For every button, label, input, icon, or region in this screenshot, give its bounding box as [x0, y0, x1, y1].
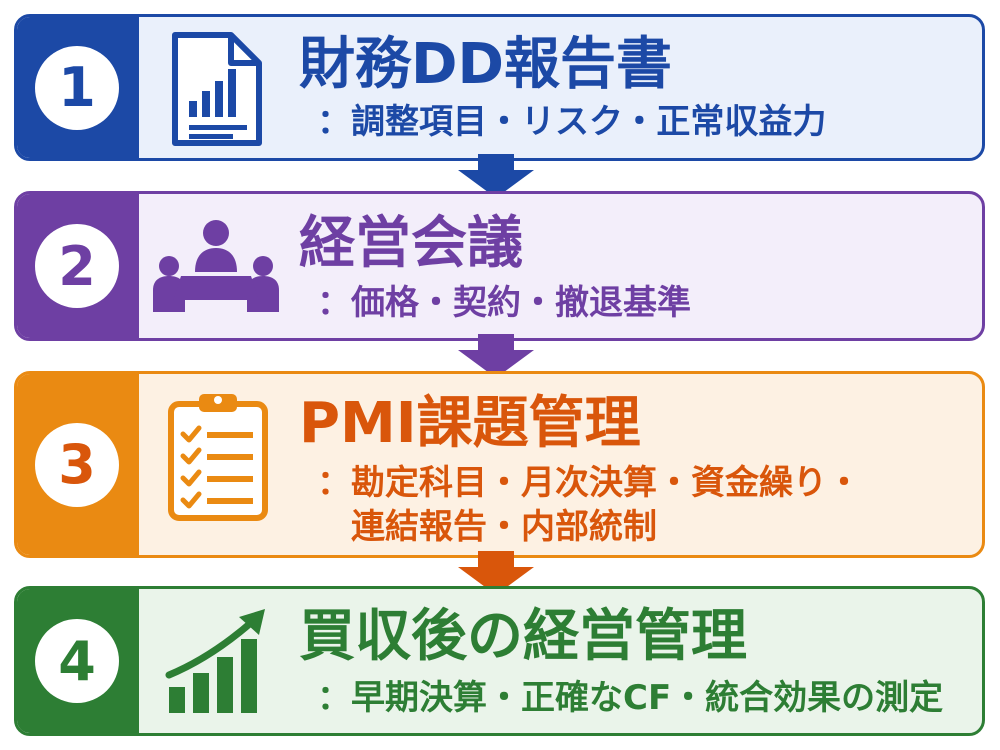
step-number-band: 2: [17, 194, 139, 338]
step-subtitle: ：早期決算・正確なCF・統合効果の測定: [317, 678, 944, 718]
step-number-badge: 3: [35, 422, 119, 507]
step-number-badge: 1: [35, 45, 119, 130]
step-subtitle: ：勘定科目・月次決算・資金繰り・ 連結報告・内部統制: [317, 462, 861, 549]
arrow-down-icon: [458, 154, 534, 198]
step-3-pmi-issue-management: 3 PMI課題管理 ：勘定科目・月次決算・資金繰り・ 連結報告・内部統制: [14, 371, 985, 558]
step-2-management-meeting: 2 経営会議 ：価格・契約・撤退基準: [14, 191, 985, 341]
step-number-band: 4: [17, 589, 139, 733]
step-number-badge: 4: [35, 619, 119, 703]
financial-report-icon: [172, 32, 262, 146]
step-title: PMI課題管理: [299, 391, 641, 456]
step-4-post-acquisition-management: 4 買収後の経営管理 ：早期決算・正確なCF・統合効果の測定: [14, 586, 985, 736]
step-title: 財務DD報告書: [299, 32, 672, 97]
step-number-band: 1: [17, 17, 139, 158]
step-title: 経営会議: [299, 211, 523, 276]
checklist-clipboard-icon: [168, 394, 268, 521]
step-1-financial-dd-report: 1 財務DD報告書 ：調整項目・リスク・正常収益力: [14, 14, 985, 161]
meeting-icon: [153, 220, 279, 312]
step-subtitle: ：調整項目・リスク・正常収益力: [317, 102, 827, 142]
step-title: 買収後の経営管理: [299, 604, 747, 669]
step-subtitle-line: 連結報告・内部統制: [317, 506, 657, 547]
step-subtitle: ：価格・契約・撤退基準: [317, 283, 691, 323]
growth-chart-icon: [165, 609, 265, 713]
step-number-band: 3: [17, 374, 139, 555]
arrow-down-icon: [458, 551, 534, 595]
step-number-badge: 2: [35, 224, 119, 308]
step-subtitle-line: ：勘定科目・月次決算・資金繰り・: [317, 463, 861, 503]
arrow-down-icon: [458, 334, 534, 378]
